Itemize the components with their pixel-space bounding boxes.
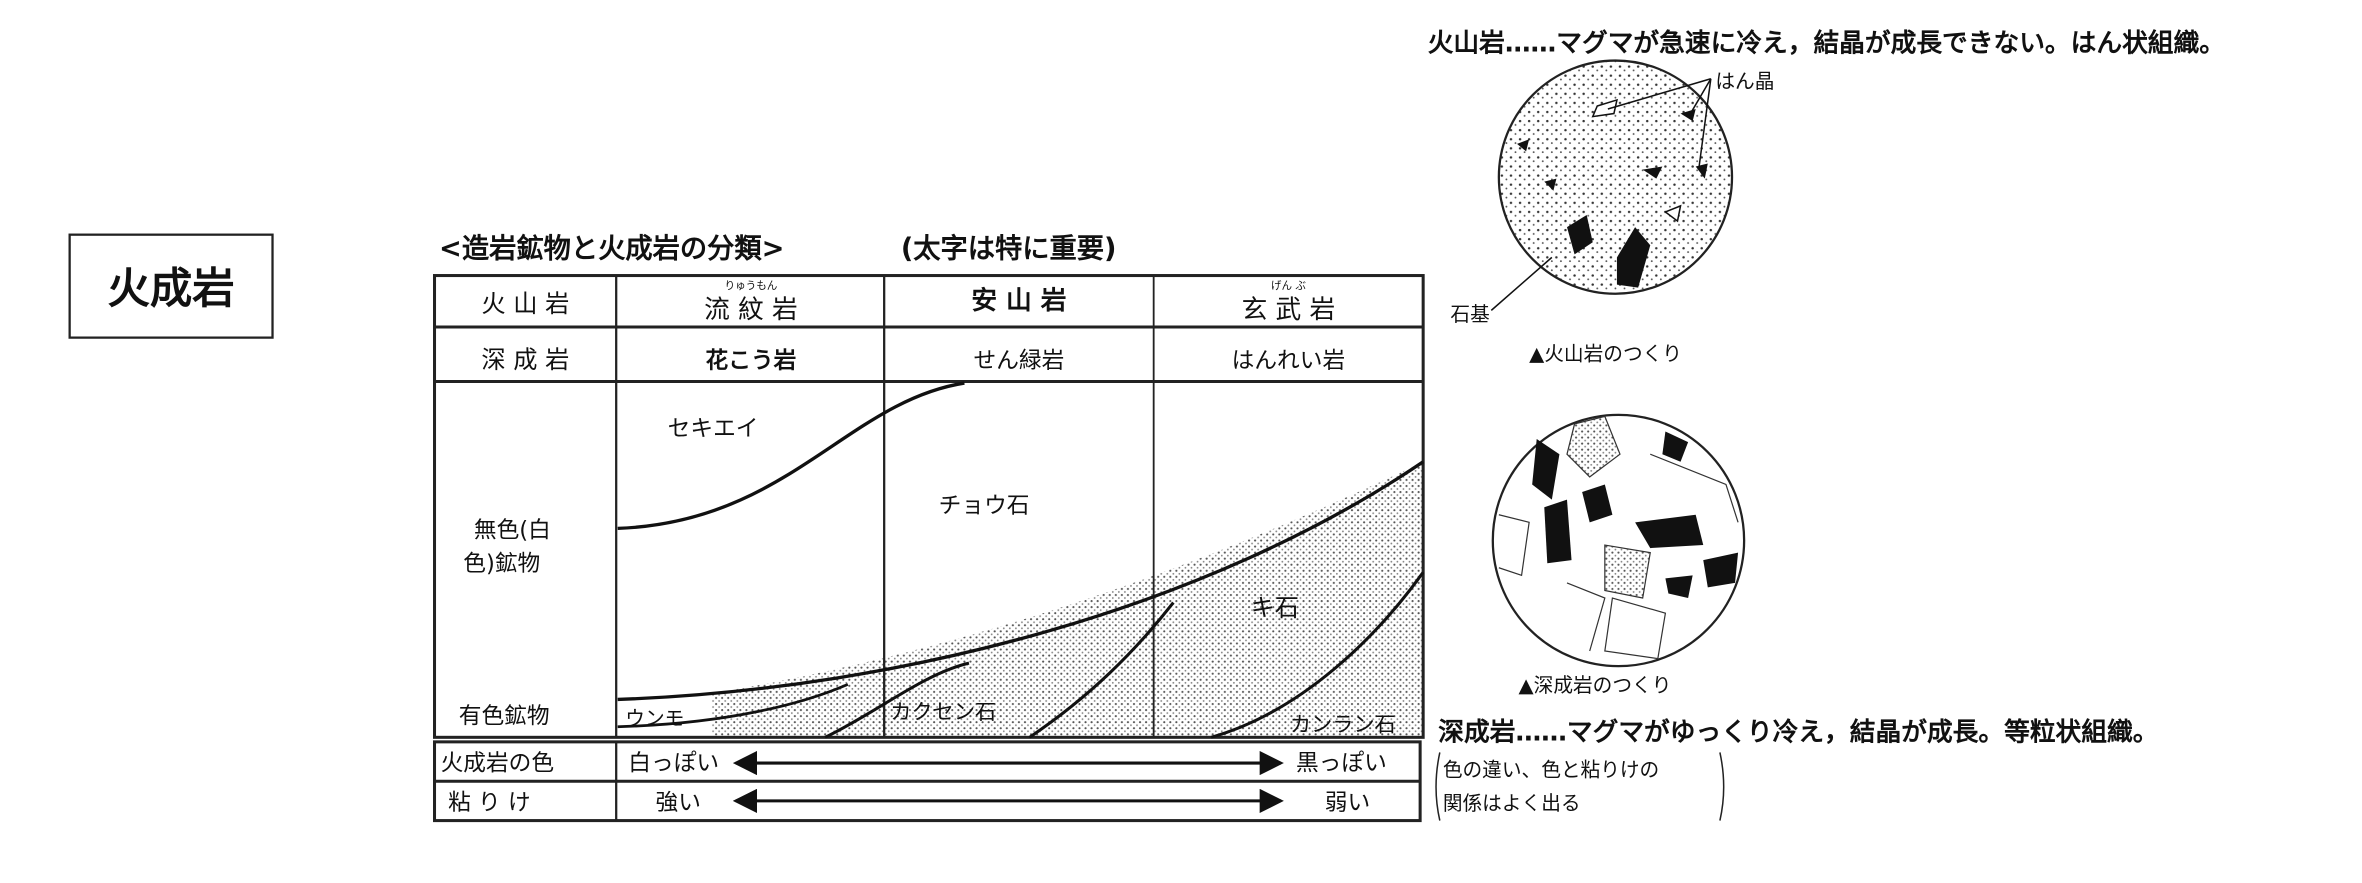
volcanic-description: 火山岩……マグマが急速に冷え，結晶が成長できない。はん状組織。 [1428,27,2225,58]
groundmass-label: 石基 [1450,303,1490,326]
andesite: 安 山 岩 [971,286,1066,316]
phenocryst-label: はん晶 [1715,70,1774,93]
side-note-line-2: 関係はよく出る [1443,792,1581,815]
mica-label: ウンモ [625,707,684,730]
viscosity-left: 強い [656,790,701,816]
rhyolite: 流 紋 岩 [704,295,798,325]
heading-box: 火成岩 [68,233,274,339]
color-right: 黒っぽい [1296,751,1387,777]
volcanic-texture-illustration: はん晶 石基 ▲火山岩のつくり [1450,59,1774,365]
ruby-rhyolite: りゅうもん [724,280,777,292]
volcanic-caption: ▲火山岩のつくり [1529,342,1682,365]
plutonic-row-label: 深 成 岩 [481,346,569,374]
quartz-label: セキエイ [668,416,759,442]
olivine-label: カンラン石 [1290,711,1396,736]
table-note: (太字は特に重要) [901,232,1117,264]
colorless-label-2: 色)鉱物 [463,551,540,577]
table-title: <造岩鉱物と火成岩の分類> [439,232,784,264]
colored-boundary [617,460,1425,702]
properties-table: 火成岩の色 白っぽい 黒っぽい 粘 り け 強い 弱い [433,740,1422,823]
colored-label: 有色鉱物 [459,704,550,730]
quartz-boundary [617,381,965,531]
gabbro: はんれい岩 [1232,348,1346,374]
basalt: 玄 武 岩 [1242,295,1336,325]
diorite: せん緑岩 [974,348,1065,374]
side-note: 色の違い、色と粘りけの 関係はよく出る [1435,752,1725,821]
color-left: 白っぽい [628,751,719,777]
plutonic-caption: ▲深成岩のつくり [1519,674,1672,697]
classification-table: 火 山 岩 深 成 岩 りゅうもん 流 紋 岩 安 山 岩 げん ぶ 玄 武 岩… [433,274,1425,739]
pyroxene-label: キ石 [1251,594,1299,622]
granite: 花こう岩 [706,348,797,374]
colorless-label-1: 無色(白 [474,517,551,543]
plutonic-description: 深成岩……マグマがゆっくり冷え，結晶が成長。等粒状組織。 [1438,716,2158,747]
side-note-line-1: 色の違い、色と粘りけの [1443,759,1659,782]
volcanic-row-label: 火 山 岩 [481,290,569,318]
color-label: 火成岩の色 [441,751,555,777]
plutonic-texture-illustration: ▲深成岩のつくり [1491,413,1746,697]
feldspar-label: チョウ石 [939,493,1030,519]
ruby-basalt: げん ぶ [1271,280,1307,292]
viscosity-right: 弱い [1325,790,1370,816]
amphibole-label: カクセン石 [890,699,996,724]
viscosity-label: 粘 り け [448,790,531,816]
heading-text: 火成岩 [108,264,235,313]
